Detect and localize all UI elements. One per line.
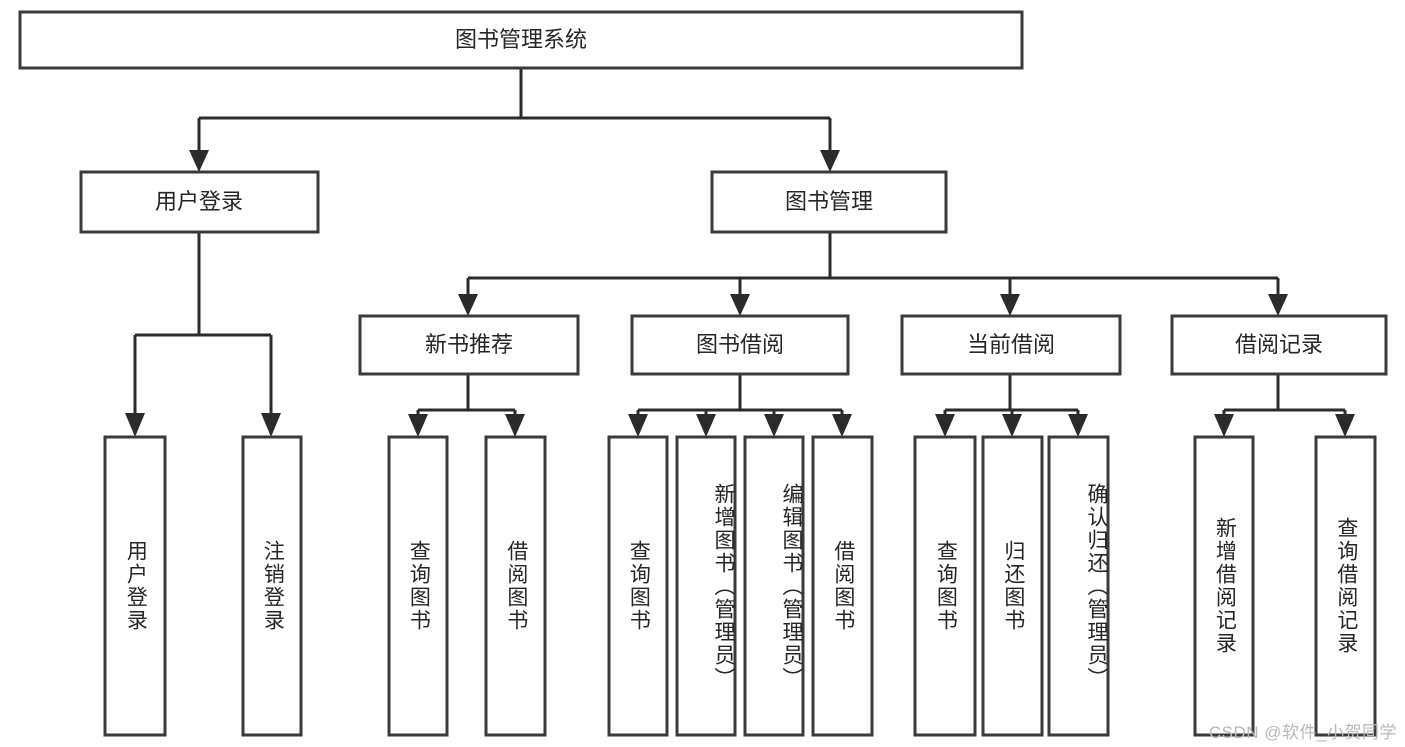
node-leaf-add-record-box[interactable] [1193,435,1255,737]
node-root[interactable]: 图书管理系统 [18,10,1024,70]
arrow-head-leaf-query-book-1 [408,414,428,437]
node-new-book-recommend-box[interactable] [358,314,580,376]
arrow-head-user-login [189,150,209,172]
connector-group-book-borrow-leaves [628,374,852,437]
arrow-head-leaf-query-book-3 [935,414,955,437]
node-leaf-edit-book-box[interactable] [743,435,805,737]
node-leaf-borrow-book-2-box[interactable] [811,435,874,737]
arrow-head-leaf-edit-book [764,414,784,437]
node-book-management-box[interactable] [710,170,948,234]
arrow-head-leaf-borrow-book-2 [832,414,852,437]
arrow-head-new-book-recommend [458,294,478,316]
node-leaf-user-login-box[interactable] [103,435,167,737]
node-leaf-query-book-2-box[interactable] [607,435,669,737]
csdn-watermark: CSDN @软件_小贺同学 [1208,723,1397,742]
connector-group-user-login-leaves [125,232,281,437]
node-borrow-record-box[interactable] [1170,314,1388,376]
arrow-head-leaf-user-logout [261,413,281,437]
connector-group-book-management [458,232,1288,316]
node-borrow-record-label: 借阅记录 [1235,332,1323,357]
node-new-book-recommend-label: 新书推荐 [425,332,513,357]
connector-group-new-book-leaves [408,374,525,437]
arrow-head-leaf-user-login [125,413,145,437]
node-root-label: 图书管理系统 [455,27,587,52]
arrow-head-leaf-query-book-2 [628,414,648,437]
arrow-head-leaf-return-book [1002,414,1022,437]
arrow-head-leaf-borrow-book-1 [505,414,525,437]
node-book-borrow-box[interactable] [630,314,850,376]
node-book-borrow[interactable]: 图书借阅 [630,314,850,376]
arrow-head-book-management [820,150,840,172]
node-current-borrow-box[interactable] [900,314,1122,376]
connector-group-current-borrow-leaves [935,374,1088,437]
node-leaf-query-record-box[interactable] [1314,435,1377,737]
node-user-login-box[interactable] [79,170,320,234]
node-leaf-query-book-3-box[interactable] [913,435,977,737]
node-borrow-record[interactable]: 借阅记录 [1170,314,1388,376]
arrow-head-leaf-query-record [1335,414,1355,437]
arrow-head-leaf-add-record [1214,414,1234,437]
node-user-login[interactable]: 用户登录 [79,170,320,234]
node-leaf-return-book-box[interactable] [981,435,1044,737]
connector-group-root [189,68,840,172]
node-current-borrow[interactable]: 当前借阅 [900,314,1122,376]
node-leaf-query-book-1-box[interactable] [387,435,449,737]
node-current-borrow-label: 当前借阅 [967,332,1055,357]
connector-group-borrow-record-leaves [1214,374,1355,437]
node-leaf-user-logout-box[interactable] [241,435,303,737]
arrow-head-current-borrow [1000,294,1020,316]
node-root-box[interactable] [18,10,1024,70]
node-book-borrow-label: 图书借阅 [696,332,784,357]
node-book-management[interactable]: 图书管理 [710,170,948,234]
arrow-head-book-borrow [730,294,750,316]
arrow-head-leaf-add-book [696,414,716,437]
arrow-head-leaf-confirm-return [1068,414,1088,437]
node-book-management-label: 图书管理 [785,189,873,214]
node-leaf-borrow-book-1-box[interactable] [484,435,547,737]
node-new-book-recommend[interactable]: 新书推荐 [358,314,580,376]
node-user-login-label: 用户登录 [155,189,243,214]
node-leaf-add-book-box[interactable] [675,435,737,737]
leaf-boxes [103,435,1377,737]
node-leaf-confirm-return-box[interactable] [1047,435,1110,737]
arrow-head-borrow-record [1268,294,1288,316]
